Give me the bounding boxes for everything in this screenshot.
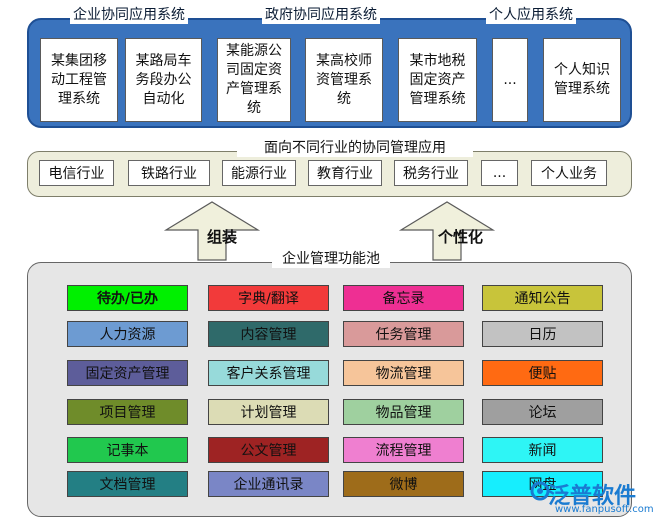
system-box-personal-knowledge: 个人知识管理系统 — [543, 38, 621, 122]
function-document-management: 文档管理 — [67, 471, 188, 497]
function-sticky-notes: 便贴 — [482, 360, 603, 386]
function-netdisk: 网盘 — [482, 471, 603, 497]
enterprise-systems-heading: 企业协同应用系统 — [70, 6, 188, 24]
function-workflow: 流程管理 — [343, 437, 464, 463]
function-todo-done: 待办/已办 — [67, 285, 188, 311]
industry-railway: 铁路行业 — [128, 160, 210, 186]
function-content-management: 内容管理 — [208, 321, 329, 347]
function-human-resources: 人力资源 — [67, 321, 188, 347]
industry-more: ... — [481, 160, 518, 186]
industry-personal: 个人业务 — [531, 160, 607, 186]
function-logistics: 物流管理 — [343, 360, 464, 386]
function-fixed-assets: 固定资产管理 — [67, 360, 188, 386]
assemble-label: 组装 — [207, 228, 238, 246]
function-item-management: 物品管理 — [343, 399, 464, 425]
function-microblog: 微博 — [343, 471, 464, 497]
function-crm: 客户关系管理 — [208, 360, 329, 386]
system-box-group-mobile-engineering: 某集团移动工程管理系统 — [40, 38, 118, 122]
industry-telecom: 电信行业 — [39, 160, 114, 186]
personalize-arrow — [398, 201, 496, 261]
function-memo: 备忘录 — [343, 285, 464, 311]
watermark-url: www.fanpusoft.com — [555, 504, 654, 515]
system-box-more: ... — [492, 38, 528, 122]
function-project-management: 项目管理 — [67, 399, 188, 425]
function-address-book: 企业通讯录 — [208, 471, 329, 497]
fanpu-logo-icon — [530, 481, 550, 501]
personal-systems-heading: 个人应用系统 — [486, 6, 576, 24]
function-document-flow: 公文管理 — [208, 437, 329, 463]
function-dictionary-translate: 字典/翻译 — [208, 285, 329, 311]
system-box-energy-fixed-assets: 某能源公司固定资产管理系统 — [217, 38, 291, 122]
industry-education: 教育行业 — [308, 160, 382, 186]
system-box-university-staff: 某高校师资管理系统 — [305, 38, 383, 122]
function-plan-management: 计划管理 — [208, 399, 329, 425]
function-task-management: 任务管理 — [343, 321, 464, 347]
system-box-railway-office: 某路局车务段办公自动化 — [125, 38, 202, 122]
assemble-arrow — [163, 201, 261, 261]
function-news: 新闻 — [482, 437, 603, 463]
function-forum: 论坛 — [482, 399, 603, 425]
industry-applications-title: 面向不同行业的协同管理应用 — [237, 139, 473, 157]
function-notebook: 记事本 — [67, 437, 188, 463]
system-box-tax-fixed-assets: 某市地税固定资产管理系统 — [398, 38, 477, 122]
industry-energy: 能源行业 — [222, 160, 296, 186]
industry-tax: 税务行业 — [394, 160, 468, 186]
function-notice: 通知公告 — [482, 285, 603, 311]
function-calendar: 日历 — [482, 321, 603, 347]
personalize-label: 个性化 — [438, 228, 484, 246]
watermark-logo: 泛普软件 — [548, 484, 637, 509]
function-pool-title: 企业管理功能池 — [272, 250, 390, 268]
government-systems-heading: 政府协同应用系统 — [262, 6, 380, 24]
